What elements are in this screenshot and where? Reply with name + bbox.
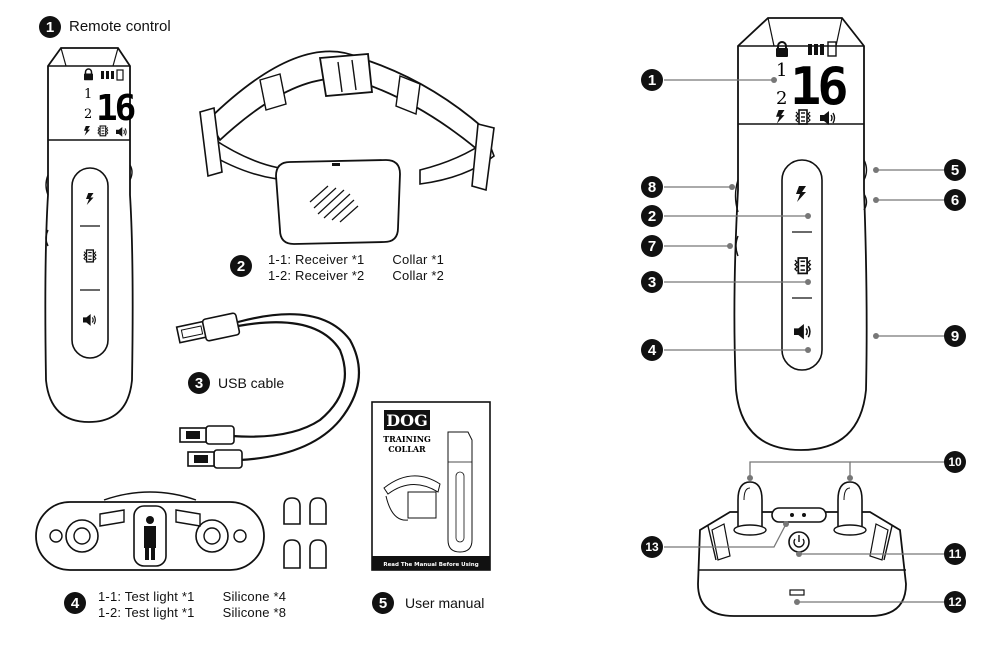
callout-12: 12 (944, 591, 966, 613)
channel-1-label: 1 (84, 87, 92, 102)
callout-4: 4 (641, 339, 663, 361)
item-4-line-1: 1-1: Test light *1 Silicone *4 (98, 589, 286, 605)
channel-2-label-large: 2 (776, 88, 787, 109)
manual-title-line1: TRAINING (383, 434, 431, 444)
manual-title-line2: COLLAR (388, 444, 426, 454)
level-display-large: 16 (790, 57, 846, 117)
collar-qty-1: Collar *1 (392, 252, 445, 267)
item-number-5: 5 (372, 592, 394, 614)
callout-5: 5 (944, 159, 966, 181)
test-light (35, 491, 265, 571)
item-4-lines: 1-1: Test light *1 Silicone *4 1-2: Test… (98, 589, 286, 621)
manual-footer: Read The Manual Before Using (383, 562, 478, 568)
item-2-line-1: 1-1: Receiver *1 Collar *1 (268, 252, 444, 268)
remote-control-small: 1 2 16 (44, 47, 138, 423)
receiver-qty-1: 1-1: Receiver *1 (268, 252, 365, 267)
item-number-3: 3 (188, 372, 210, 394)
receiver-qty-2: 1-2: Receiver *2 (268, 268, 365, 283)
callout-9: 9 (944, 325, 966, 347)
callout-2: 2 (641, 205, 663, 227)
silicone-caps (283, 497, 327, 569)
callout-13: 13 (641, 536, 663, 558)
channel-1-label-large: 1 (776, 60, 787, 81)
item-number-1: 1 (39, 16, 61, 38)
item-label-remote-control: Remote control (69, 18, 171, 35)
user-manual: DOG TRAINING COLLAR Read The Manual Befo… (371, 401, 491, 571)
callout-8: 8 (641, 176, 663, 198)
item-label-usb-cable: USB cable (218, 375, 285, 391)
collar-qty-2: Collar *2 (392, 268, 445, 283)
usb-cable (175, 312, 361, 469)
item-label-user-manual: User manual (405, 595, 485, 611)
level-display: 16 (96, 88, 135, 129)
item-number-4: 4 (64, 592, 86, 614)
item-4-line-2: 1-2: Test light *1 Silicone *8 (98, 605, 286, 621)
test-light-qty-1: 1-1: Test light *1 (98, 589, 195, 604)
item-number-2: 2 (230, 255, 252, 277)
test-light-qty-2: 1-2: Test light *1 (98, 605, 195, 620)
silicone-qty-1: Silicone *4 (222, 589, 287, 604)
callout-7: 7 (641, 235, 663, 257)
channel-2-label: 2 (84, 107, 92, 122)
callout-lines (664, 79, 944, 603)
callout-3: 3 (641, 271, 663, 293)
callout-1: 1 (641, 69, 663, 91)
manual-brand: DOG (386, 411, 427, 430)
item-2-lines: 1-1: Receiver *1 Collar *1 1-2: Receiver… (268, 252, 444, 284)
receiver (697, 481, 907, 617)
callout-6: 6 (944, 189, 966, 211)
callout-10: 10 (944, 451, 966, 473)
remote-control-large: 1 2 16 (733, 17, 868, 451)
callout-11: 11 (944, 543, 966, 565)
item-2-line-2: 1-2: Receiver *2 Collar *2 (268, 268, 444, 284)
collar (199, 50, 495, 245)
callout-dots (727, 77, 879, 605)
silicone-qty-2: Silicone *8 (222, 605, 287, 620)
